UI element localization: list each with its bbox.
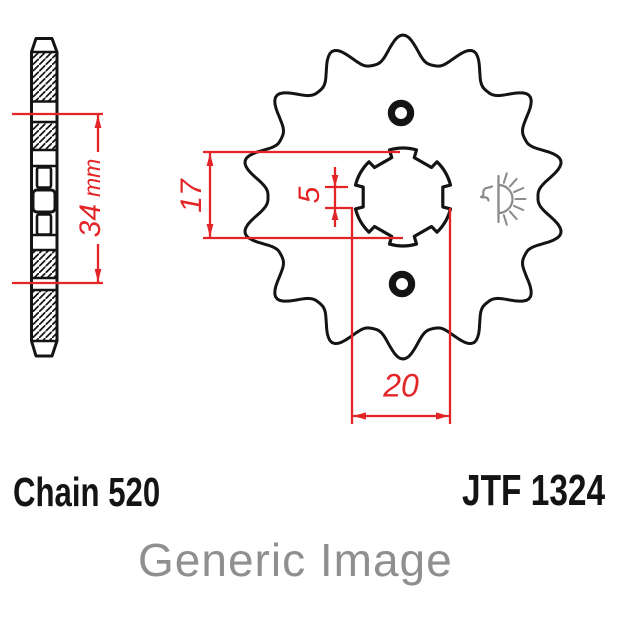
rising-sun-logo-icon [479,172,527,226]
mount-hole-top [387,99,415,127]
generic-image-watermark: Generic Image [138,534,453,586]
bore-section [31,188,57,214]
arrow-right [436,412,449,420]
hatch-band [31,290,57,341]
splined-bore-outline [353,146,453,248]
arrow-down [331,175,339,187]
spline-section-lower [35,213,53,236]
chain-size-label: Chain 520 [13,469,161,515]
dimension-lines [12,112,452,424]
dimension-unit: mm [79,158,105,197]
arrow-up [331,208,339,220]
arrow-down [206,224,214,237]
logo-figure [479,185,494,202]
hatch-band [31,52,57,102]
dimension-value: 34 [74,203,107,238]
dimension-arrowheads [94,115,449,420]
dimension-label-34mm: 34 mm [74,159,108,238]
hatch-band [31,122,57,150]
hatch-band [31,250,57,278]
logo-sun-rays [502,172,527,226]
logo-half-sun [497,183,514,215]
dimension-label-17: 17 [175,179,208,213]
arrow-down [94,269,102,282]
arrow-left [353,412,366,420]
front-view-sprocket [243,33,563,361]
side-view-shaft [30,37,59,358]
dimension-label-20: 20 [383,367,419,404]
gear-teeth-outline [243,33,563,361]
spline-section-upper [35,166,53,189]
part-number-label: JTF 1324 [462,466,606,515]
arrow-up [206,153,214,166]
mount-hole-bottom [388,270,416,298]
black-linework [30,33,563,361]
shaft-hatching [31,52,57,341]
dimension-label-5: 5 [293,186,326,204]
arrow-up [94,115,102,128]
